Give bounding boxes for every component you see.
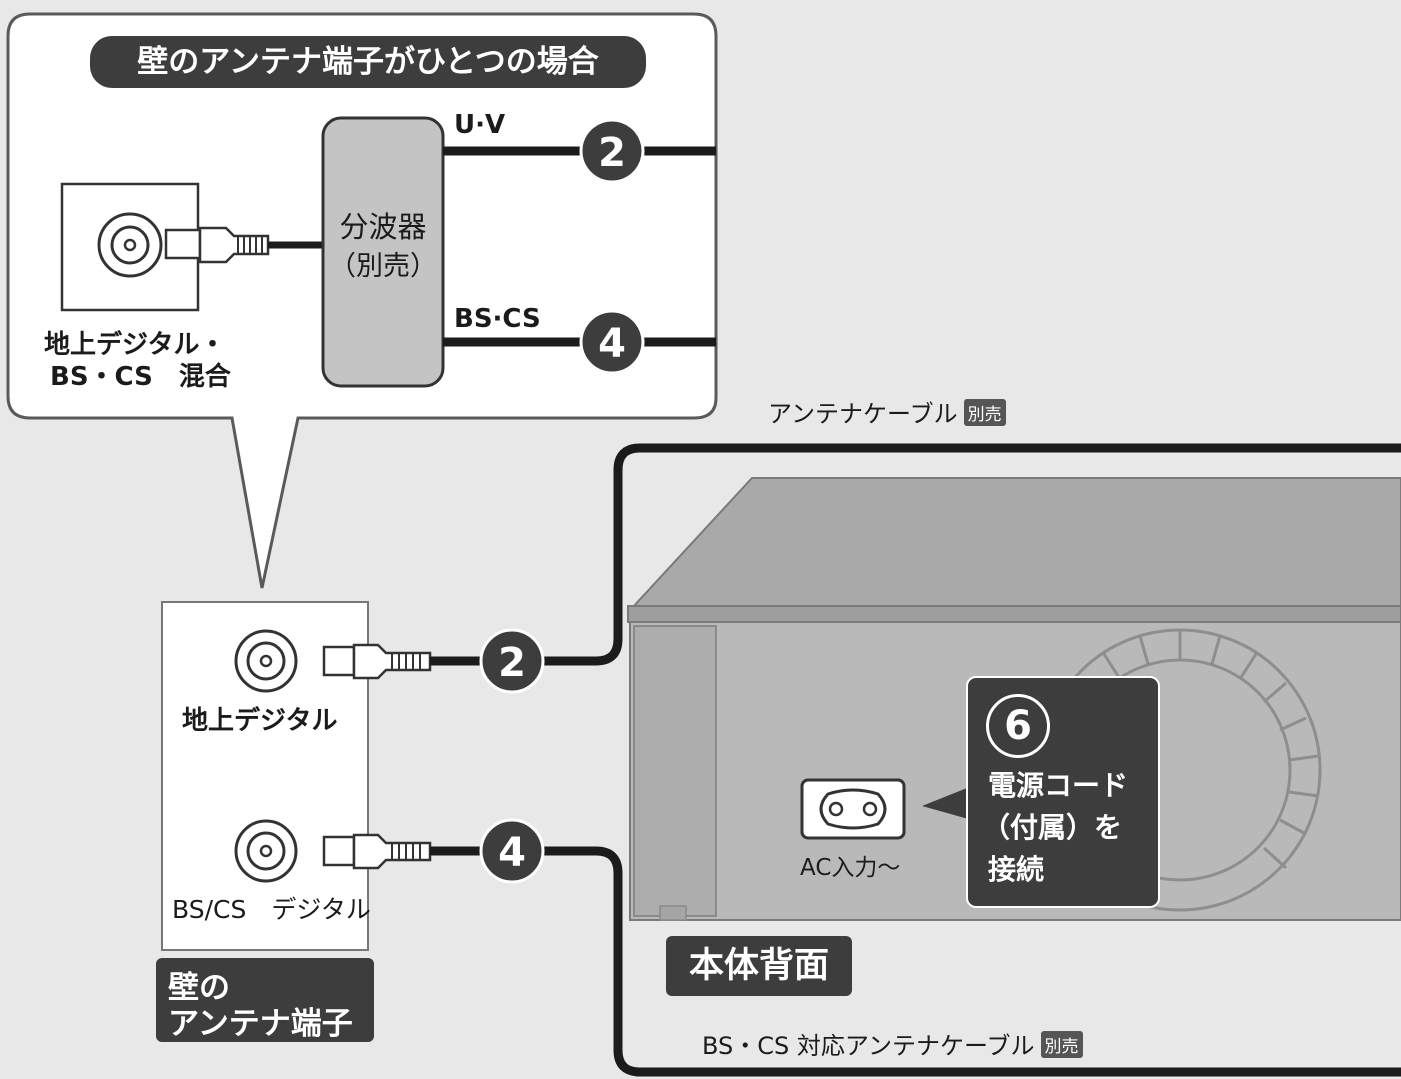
antenna-cable-line	[430, 443, 1401, 666]
step-badge-uv: 2	[579, 118, 645, 184]
mixed-label-line1: 地上デジタル・	[44, 330, 226, 360]
step-badge-bscs: 4	[579, 309, 645, 375]
antenna-cable-label: アンテナケーブル別売	[768, 394, 1006, 429]
wall-antenna-title: 壁の アンテナ端子	[156, 958, 374, 1042]
splitter-label-line2: （別売）	[329, 251, 437, 282]
power-line1: 電源コード	[988, 769, 1129, 802]
step-badge-terrestrial: 2	[479, 628, 545, 694]
callout-plug-icon	[164, 226, 270, 264]
terrestrial-jack-icon	[234, 629, 298, 693]
bscs-cable-tag: 別売	[1040, 1031, 1083, 1058]
recorder-top-edge	[627, 605, 1401, 623]
ac-input-label: AC入力～	[800, 855, 901, 881]
power-callout-pointer	[922, 786, 972, 820]
bscs-cable-text: BS・CS 対応アンテナケーブル	[702, 1032, 1035, 1060]
terrestrial-label: 地上デジタル	[182, 706, 338, 736]
callout-title: 壁のアンテナ端子がひとつの場合	[90, 36, 646, 88]
bscs-plug-icon	[322, 833, 432, 870]
wall-bscs-label: BS/CS デジタル	[172, 895, 371, 924]
wall-antenna-title-line2: アンテナ端子	[168, 1006, 353, 1042]
svg-text:4: 4	[598, 321, 626, 367]
bscs-cable-line	[430, 846, 1401, 1077]
splitter-label-line1: 分波器	[339, 210, 427, 244]
ac-inlet-icon	[800, 778, 906, 840]
power-cord-callout: 6 電源コード （付属）を 接続	[966, 676, 1160, 908]
mixed-label-line2: BS・CS 混合	[50, 362, 231, 392]
power-line3: 接続	[988, 853, 1045, 886]
recorder-top-panel	[629, 477, 1401, 609]
svg-text:4: 4	[498, 830, 526, 876]
step-badge-wall-bscs: 4	[479, 818, 545, 884]
bscs-cable-label: BS・CS 対応アンテナケーブル別売	[702, 1026, 1083, 1061]
bscs-output-label: BS·CS	[454, 304, 541, 334]
recorder-foot	[659, 905, 687, 921]
terrestrial-plug-icon	[322, 643, 432, 680]
antenna-cable-text: アンテナケーブル	[768, 400, 958, 428]
svg-text:2: 2	[598, 130, 626, 176]
antenna-cable-tag: 別売	[963, 399, 1006, 426]
rear-panel-label: 本体背面	[666, 936, 852, 996]
power-step-badge: 6	[986, 694, 1050, 758]
wall-antenna-title-line1: 壁の	[168, 970, 230, 1006]
recorder-left-bracket	[633, 625, 717, 917]
callout-mixed-jack-icon	[97, 212, 163, 278]
splitter-box	[321, 116, 445, 388]
power-line2: （付属）を	[982, 811, 1123, 844]
uv-label: U·V	[454, 110, 506, 140]
bscs-jack-icon	[234, 819, 298, 883]
svg-text:2: 2	[498, 640, 526, 686]
